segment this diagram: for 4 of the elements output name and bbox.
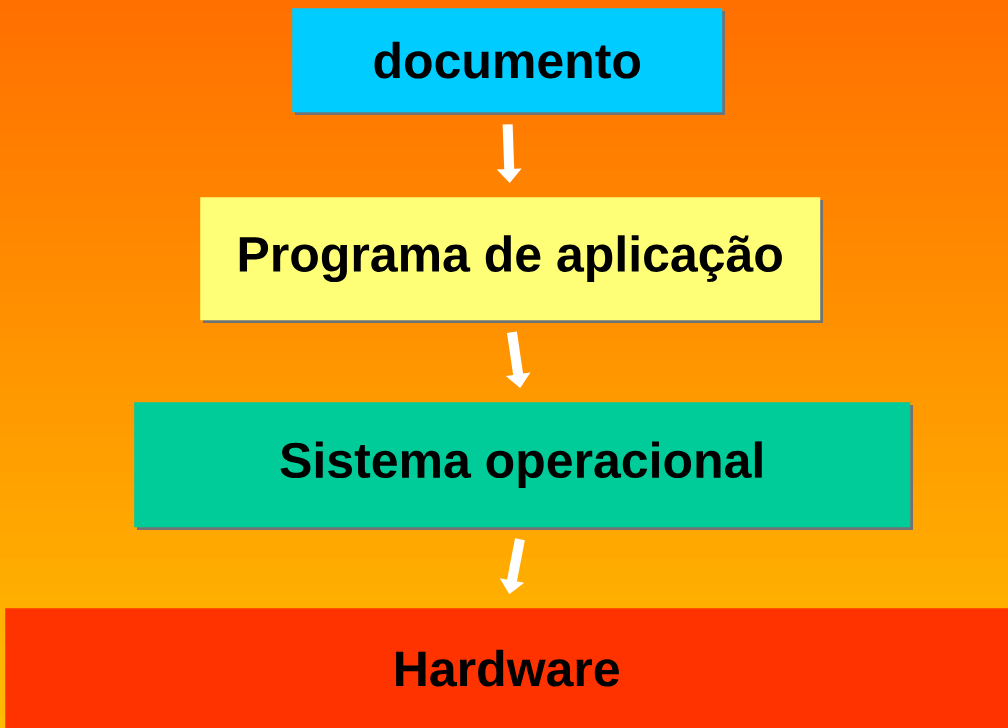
document-box: documento (292, 8, 725, 115)
hardware-box: Hardware (5, 608, 1008, 728)
os-box: Sistema operacional (134, 402, 913, 530)
application-box: Programa de aplicação (200, 197, 823, 323)
